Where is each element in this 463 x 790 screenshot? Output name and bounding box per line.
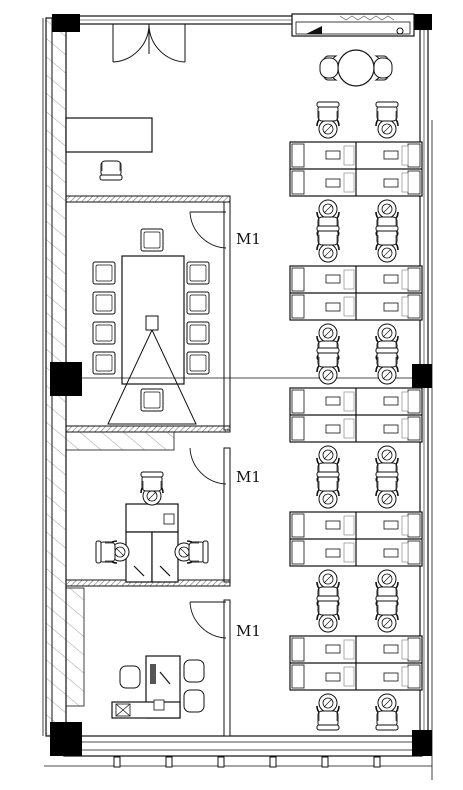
private-office-3: [65, 587, 231, 737]
workstation-cluster: [290, 102, 422, 236]
reception-desk: [65, 117, 153, 181]
round-table-set: [319, 49, 393, 87]
door-label-office-2: M1: [236, 468, 261, 486]
door-label-meeting: M1: [236, 230, 261, 248]
private-office-2: [65, 447, 231, 587]
workstation-cluster: [290, 348, 422, 482]
door-label-office-3: M1: [236, 622, 261, 640]
workstation-cluster: [290, 472, 422, 606]
workstation-cluster: [290, 226, 422, 360]
top-right-utility: [291, 13, 415, 37]
structural-columns: [50, 14, 432, 756]
workstation-cluster: [290, 596, 422, 730]
meeting-room: [65, 195, 231, 451]
entrance-double-door: [112, 24, 186, 63]
